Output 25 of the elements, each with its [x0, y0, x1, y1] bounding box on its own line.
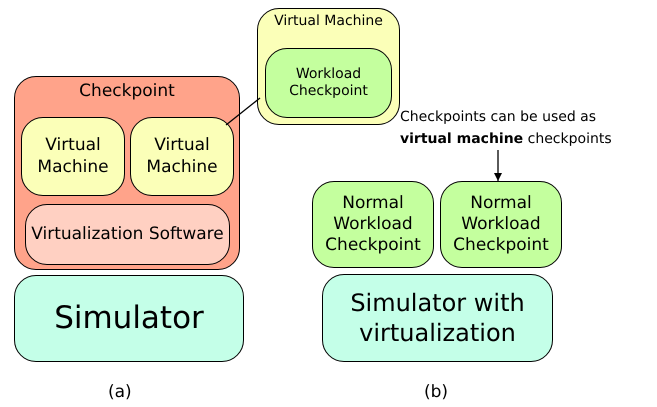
- process-box: [322, 274, 553, 362]
- box-label: Virtual Machine: [36, 135, 110, 178]
- process-box: [130, 117, 234, 196]
- box-label: Normal Workload Checkpoint: [452, 192, 550, 256]
- annotation-text: Checkpoints can be used as virtual machine checkpoints: [399, 108, 613, 149]
- process-box: [21, 117, 125, 196]
- process-box: [265, 48, 392, 118]
- panel-label: (b): [424, 382, 448, 402]
- panel-label: (a): [108, 382, 132, 402]
- process-box: [440, 181, 562, 268]
- box-label: Checkpoint: [78, 81, 176, 102]
- process-box: [25, 204, 230, 265]
- box-label: Normal Workload Checkpoint: [324, 192, 422, 256]
- group-box: [14, 76, 240, 270]
- group-box: [257, 8, 400, 125]
- arrow: [494, 150, 502, 181]
- box-label: Virtual Machine: [273, 13, 384, 30]
- box-label: Simulator with virtualization: [349, 288, 526, 348]
- connector-line: [226, 98, 260, 126]
- box-label: Virtualization Software: [30, 224, 225, 246]
- process-box: [312, 181, 434, 268]
- box-label: Simulator: [53, 299, 205, 338]
- process-box: [14, 275, 244, 362]
- box-label: Workload Checkpoint: [288, 66, 369, 100]
- box-label: Virtual Machine: [145, 135, 219, 178]
